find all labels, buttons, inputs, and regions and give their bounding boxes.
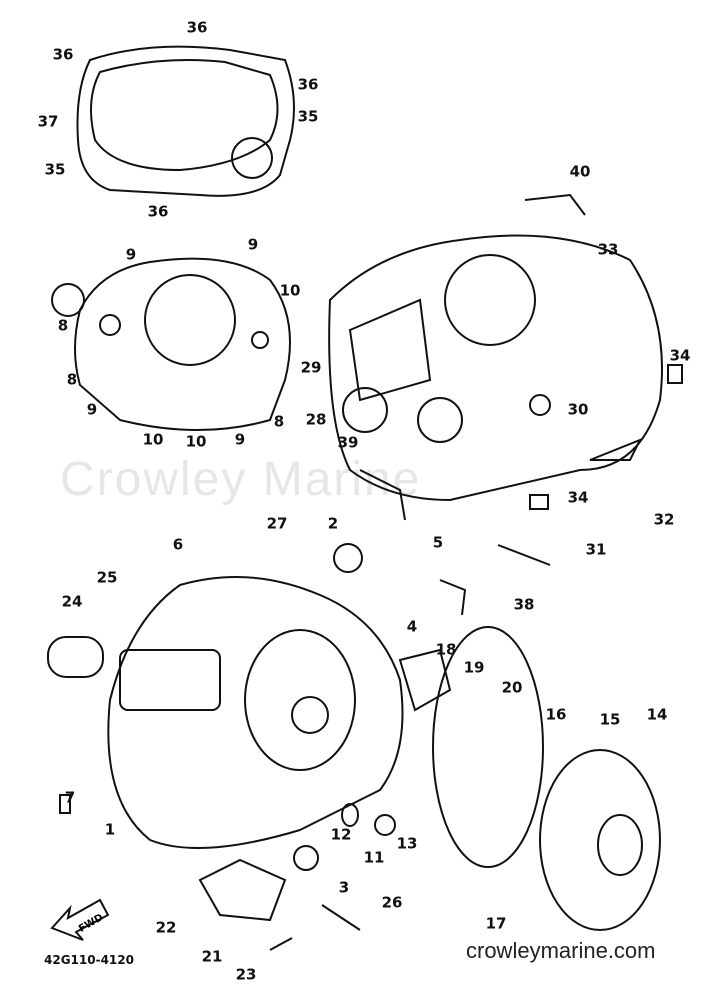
- callout-label: 28: [305, 410, 327, 429]
- plate-31: [589, 438, 643, 461]
- part-11: [374, 814, 396, 836]
- callout-label: 4: [406, 617, 418, 636]
- callout-label: 20: [501, 678, 523, 697]
- callout-label: 18: [435, 640, 457, 659]
- callout-label: 15: [599, 710, 621, 729]
- bolt-26: [321, 904, 361, 931]
- callout-label: 34: [669, 346, 691, 365]
- callout-label: 1: [104, 820, 116, 839]
- part-24: [47, 636, 104, 678]
- callout-label: 10: [142, 430, 164, 449]
- callout-label: 35: [44, 160, 66, 179]
- part-code: 42G110-4120: [44, 953, 134, 967]
- callout-label: 25: [96, 568, 118, 587]
- emblem: [597, 814, 643, 876]
- callout-label: 26: [381, 893, 403, 912]
- callout-label: 16: [545, 705, 567, 724]
- callout-label: 22: [155, 918, 177, 937]
- callout-label: 10: [279, 281, 301, 300]
- callout-label: 9: [125, 245, 137, 264]
- gasket-16: [432, 626, 544, 868]
- callout-label: 13: [396, 834, 418, 853]
- bearing-3: [293, 845, 319, 871]
- callout-label: 40: [569, 162, 591, 181]
- crankcase-cover-left: [107, 576, 404, 849]
- part-4: [439, 579, 467, 616]
- callout-label: 2: [327, 514, 339, 533]
- callout-label: 12: [330, 825, 352, 844]
- callout-label: 14: [646, 705, 668, 724]
- dowel-7: [59, 794, 71, 814]
- watermark: Crowley Marine: [60, 453, 422, 506]
- part-18: [398, 648, 452, 712]
- bearing-2: [333, 543, 363, 573]
- oring-12: [341, 803, 359, 827]
- callout-label: 36: [147, 202, 169, 221]
- callout-label: 9: [86, 400, 98, 419]
- callout-label: 39: [337, 433, 359, 452]
- cover-14: [539, 749, 661, 931]
- callout-label: 31: [585, 540, 607, 559]
- callout-label: 8: [273, 412, 285, 431]
- bracket-39: [359, 469, 406, 521]
- bracket-40: [524, 193, 586, 216]
- callout-label: 3: [338, 878, 350, 897]
- callout-label: 9: [234, 430, 246, 449]
- callout-label: 5: [432, 533, 444, 552]
- callout-label: 10: [185, 432, 207, 451]
- bracket-38: [497, 544, 551, 566]
- callout-label: 17: [485, 914, 507, 933]
- callout-label: 32: [653, 510, 675, 529]
- callout-label: 21: [201, 947, 223, 966]
- crankcase-cover-right: [328, 234, 663, 502]
- gasket-top: [76, 45, 295, 197]
- callout-label: 8: [66, 370, 78, 389]
- site-link[interactable]: crowleymarine.com: [466, 938, 656, 963]
- bolt-23: [269, 937, 293, 951]
- callout-label: 36: [186, 18, 208, 37]
- fwd-arrow-icon: [50, 898, 110, 941]
- dowel-34b: [529, 494, 549, 510]
- callout-label: 24: [61, 592, 83, 611]
- callout-label: 35: [297, 107, 319, 126]
- gasket-clutch: [51, 257, 291, 431]
- callout-label: 36: [52, 45, 74, 64]
- callout-label: 7: [64, 788, 76, 807]
- callout-label: 33: [597, 240, 619, 259]
- callout-label: 37: [37, 112, 59, 131]
- callout-label: 27: [266, 514, 288, 533]
- callout-label: 11: [363, 848, 385, 867]
- callout-label: 19: [463, 658, 485, 677]
- callout-label: 34: [567, 488, 589, 507]
- callout-label: 23: [235, 965, 257, 984]
- callout-label: 38: [513, 595, 535, 614]
- seal-30: [529, 394, 551, 416]
- dowel-34: [667, 364, 683, 384]
- callout-label: 9: [247, 235, 259, 254]
- callout-label: 36: [297, 75, 319, 94]
- callout-label: 6: [172, 535, 184, 554]
- callout-label: 29: [300, 358, 322, 377]
- callout-label: 8: [57, 316, 69, 335]
- callout-label: 30: [567, 400, 589, 419]
- part-21: [198, 858, 287, 922]
